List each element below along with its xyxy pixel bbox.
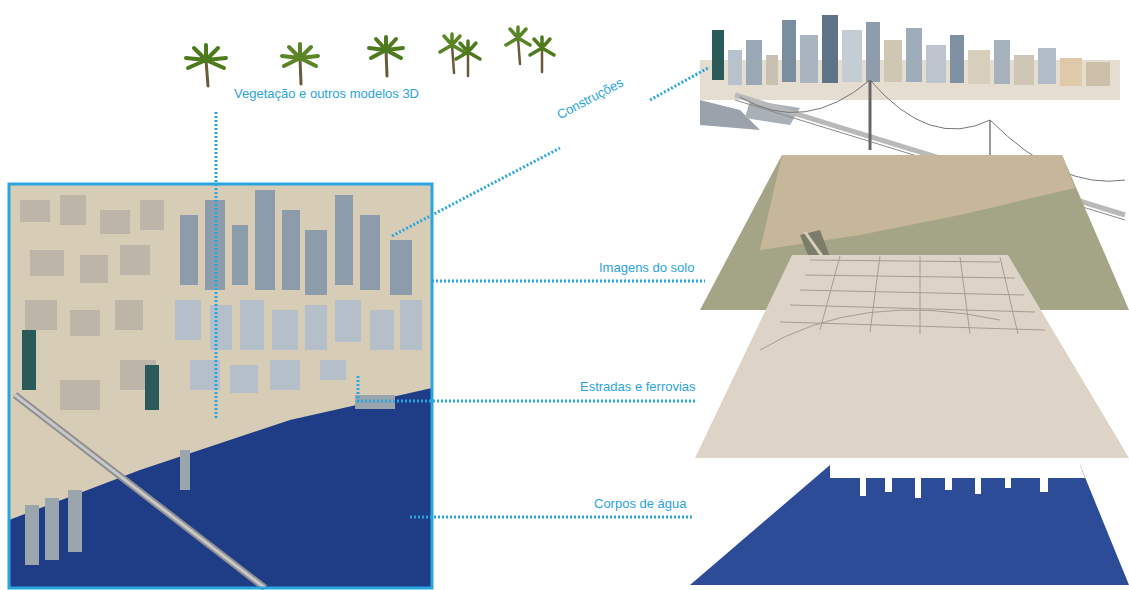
layer-label: Vegetação e outros modelos 3D xyxy=(232,86,421,102)
layer-label: Construções xyxy=(552,74,627,124)
leader-lines xyxy=(216,68,708,517)
water-layer xyxy=(690,465,1129,585)
roads-layer xyxy=(695,255,1129,458)
layer-label: Estradas e ferrovias xyxy=(578,379,698,395)
combined-city-view xyxy=(9,184,432,588)
palm-trees xyxy=(186,27,554,86)
layer-label: Imagens do solo xyxy=(597,260,696,276)
layer-label: Corpos de água xyxy=(592,496,689,512)
